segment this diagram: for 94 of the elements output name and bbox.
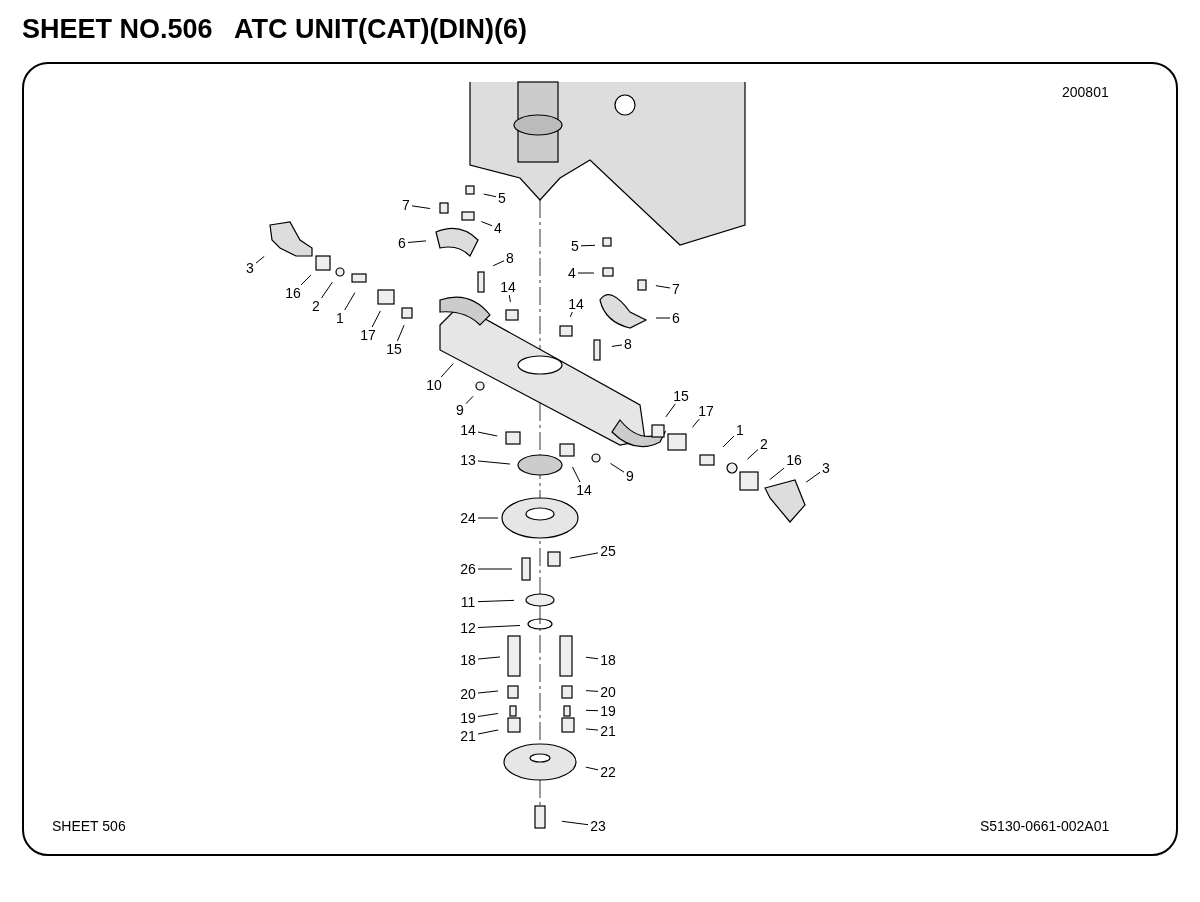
leader-line [655,317,671,319]
callout-number: 14 [575,482,593,498]
leader-line [440,362,454,378]
callout-number: 4 [493,220,503,236]
callout-number: 14 [459,422,477,438]
callout-number: 16 [785,452,803,468]
callout-number: 18 [599,652,617,668]
callout-number: 2 [311,298,321,314]
callout-number: 15 [385,341,403,357]
leader-line [746,449,759,460]
callout-number: 3 [821,460,831,476]
callout-number: 21 [459,728,477,744]
callout-number: 1 [735,422,745,438]
leader-line [561,820,589,826]
leader-line [407,240,427,243]
callout-number: 23 [589,818,607,834]
callout-number: 14 [499,279,517,295]
leader-line [477,431,498,437]
leader-line [465,395,474,405]
callout-number: 24 [459,510,477,526]
leader-line [805,471,821,483]
callout-number: 9 [625,468,635,484]
callout-number: 18 [459,652,477,668]
leader-line [580,244,596,247]
callout-number: 25 [599,543,617,559]
callout-number: 12 [459,620,477,636]
callout-number: 13 [459,452,477,468]
sheet-title: SHEET NO.506 ATC UNIT(CAT)(DIN)(6) [22,14,527,45]
drawing-note: S5130-0661-002A01 [980,818,1110,834]
callout-number: 21 [599,723,617,739]
leader-line [769,467,785,481]
callout-number: 2 [759,436,769,452]
callout-number: 20 [599,684,617,700]
leader-line [611,344,623,347]
leader-line [508,294,511,303]
leader-line [585,766,599,771]
callout-number: 6 [397,235,407,251]
leader-line [492,260,505,267]
callout-number: 6 [671,310,681,326]
callout-number: 20 [459,686,477,702]
leader-line [371,310,381,328]
callout-number: 4 [567,265,577,281]
callout-number: 8 [505,250,515,266]
leader-line [569,552,599,559]
leader-line [321,281,333,299]
callout-number: 5 [570,238,580,254]
leader-line [483,193,497,198]
leader-line [571,466,581,483]
callout-number: 26 [459,561,477,577]
leader-line [477,568,513,570]
callout-number: 15 [672,388,690,404]
leader-line [477,713,499,717]
callout-number: 7 [401,197,411,213]
leader-line [585,709,599,712]
callout-number: 1 [335,310,345,326]
leader-line [585,656,599,660]
leader-line [609,462,625,473]
leader-line [411,205,431,210]
leader-line [585,728,599,731]
leader-line [477,729,499,735]
callout-number: 7 [671,281,681,297]
leader-line [655,285,671,289]
callout-number: 22 [599,764,617,780]
callout-number: 5 [497,190,507,206]
drawing-note: 200801 [1062,84,1109,100]
leader-line [477,690,499,694]
leader-line [477,460,511,465]
leader-line [722,435,735,448]
callout-number: 19 [599,703,617,719]
callout-number: 17 [697,403,715,419]
callout-number: 10 [425,377,443,393]
leader-line [477,656,501,660]
leader-line [396,324,405,342]
leader-line [477,517,499,519]
leader-line [585,690,599,692]
callout-number: 19 [459,710,477,726]
leader-line [480,221,493,227]
callout-number: 16 [284,285,302,301]
callout-number: 3 [245,260,255,276]
callout-number: 9 [455,402,465,418]
drawing-note: SHEET 506 [52,818,126,834]
callout-number: 17 [359,327,377,343]
leader-line [577,272,595,274]
leader-line [255,255,265,264]
leader-line [569,311,573,318]
leader-line [300,274,312,286]
leader-line [691,418,700,428]
callout-number: 8 [623,336,633,352]
leader-line [665,403,676,418]
leader-line [477,599,515,603]
callout-number: 14 [567,296,585,312]
leader-line [344,292,356,311]
callout-number: 11 [459,594,477,610]
leader-line [477,625,521,628]
